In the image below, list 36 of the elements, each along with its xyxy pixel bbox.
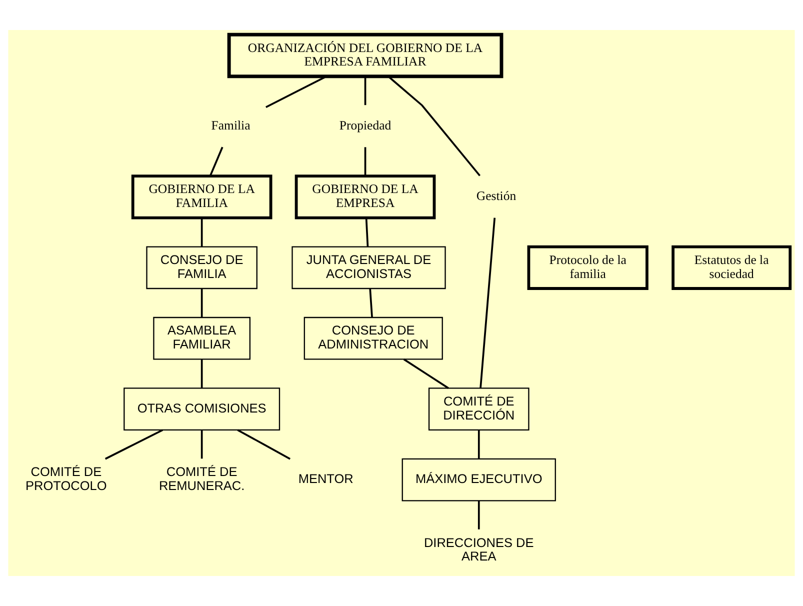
node-text: COMITÉ DE PROTOCOLO: [26, 464, 107, 493]
node-box: GOBIERNO DE LA EMPRESA: [294, 174, 436, 220]
connector: [104, 429, 164, 460]
node-box: GOBIERNO DE LA FAMILIA: [131, 174, 272, 220]
node-text: Familia: [211, 118, 250, 132]
connector: [237, 429, 291, 460]
connector: [403, 358, 449, 389]
node-text: COMITÉ DE REMUNERAC.: [158, 464, 245, 493]
node-text: Gestión: [476, 189, 516, 204]
connector: [478, 500, 480, 530]
connector: [266, 76, 327, 108]
node-box: OTRAS COMISIONES: [124, 388, 280, 431]
node-text: Propiedad: [339, 118, 392, 132]
connector: [478, 430, 480, 459]
node-text: MENTOR: [298, 471, 354, 486]
node-box: CONSEJO DE ADMINISTRACION: [304, 316, 443, 360]
connector: [364, 76, 366, 106]
connector: [364, 147, 366, 176]
connector: [200, 218, 203, 246]
connector: [200, 359, 203, 388]
node-box: Estatutos de la sociedad: [672, 245, 792, 290]
connector: [365, 218, 369, 247]
node-box: JUNTA GENERAL DE ACCIONISTAS: [292, 246, 446, 290]
node-box: COMITÉ DE DIRECCIÓN: [428, 388, 530, 431]
connector: [369, 288, 373, 318]
connector: [200, 288, 203, 318]
node-text: DIRECCIONES DE AREA: [424, 534, 534, 564]
connector: [200, 430, 203, 459]
node-box: ASAMBLEA FAMILIAR: [153, 316, 251, 360]
connector: [480, 218, 496, 388]
connector: [388, 76, 481, 176]
node-box: Protocolo de la familia: [527, 245, 648, 290]
node-box: ORGANIZACIÓN DEL GOBIERNO DE LA EMPRESA FAMILIAR: [227, 32, 504, 78]
node-box: CONSEJO DE FAMILIA: [146, 246, 258, 290]
node-box: MÁXIMO EJECUTIVO: [402, 458, 556, 502]
connector: [209, 146, 224, 176]
